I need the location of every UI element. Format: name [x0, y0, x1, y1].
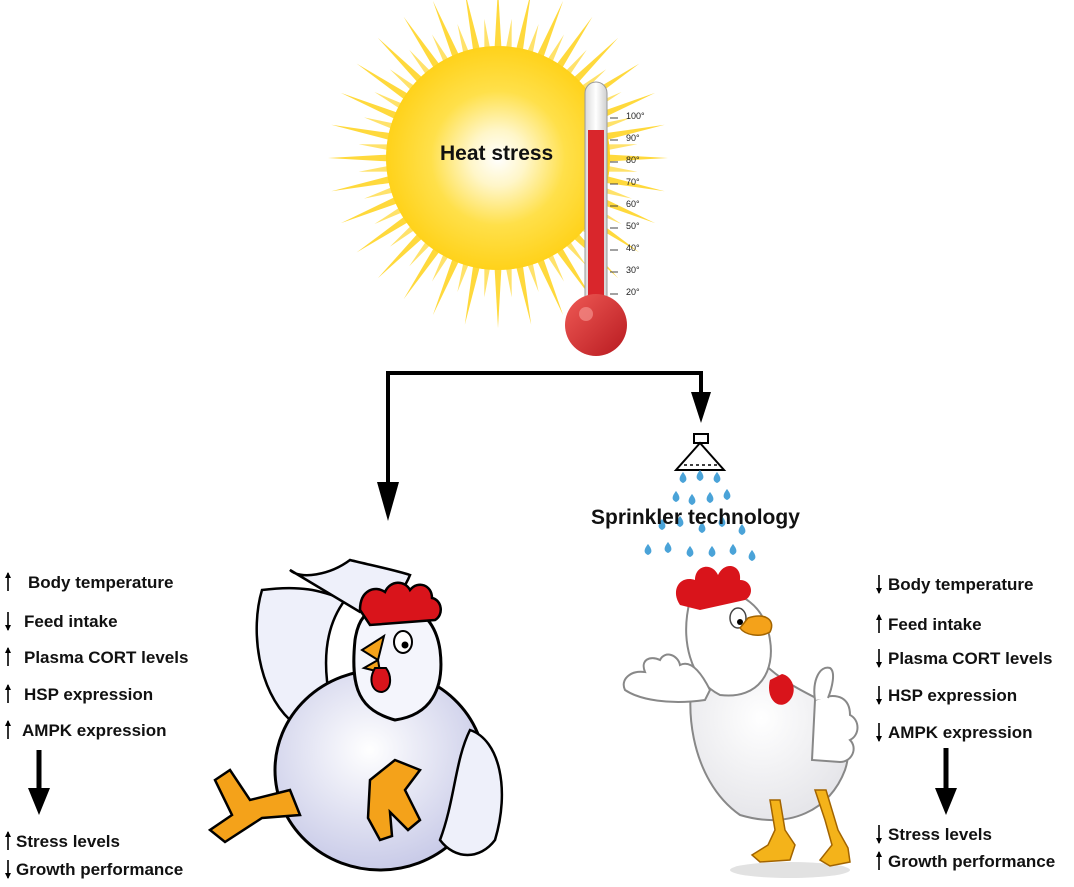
down-arrow-icon [5, 873, 11, 879]
down-arrow-icon [876, 699, 882, 705]
up-arrow-icon [5, 720, 11, 726]
thermometer-tick-label: 80° [626, 155, 640, 165]
water-drop [664, 542, 672, 553]
up-arrow-icon [876, 614, 882, 620]
sprinkler-icon [644, 433, 756, 561]
up-arrow-icon [5, 572, 11, 578]
heat-stress-title: Heat stress [440, 142, 554, 165]
water-drop [658, 519, 666, 530]
water-drop [679, 472, 687, 483]
down-arrow-icon [876, 736, 882, 742]
sun-icon [328, 0, 668, 328]
water-drop [644, 544, 652, 555]
right-effect-hsp: HSP expression [888, 686, 1018, 705]
thermometer-tick-label: 70° [626, 177, 640, 187]
left-effect-indicators [5, 572, 11, 879]
thermometer-tick-label: 20° [626, 287, 640, 297]
left-outcome-stress-levels: Stress levels [16, 832, 120, 851]
stressed-chicken-illustration [207, 558, 504, 872]
water-drop [718, 516, 726, 527]
thermometer-tick-label: 30° [626, 265, 640, 275]
thermometer-tick-label: 40° [626, 243, 640, 253]
water-drop [713, 472, 721, 483]
left-outcome-growth-performance: Growth performance [16, 860, 184, 879]
right-effect-plasma-cort: Plasma CORT levels [888, 649, 1053, 668]
water-drop [672, 491, 680, 502]
sprinkler-technology-title: Sprinkler technology [591, 506, 800, 529]
thermometer-tick-label: 90° [626, 133, 640, 143]
water-drop [723, 489, 731, 500]
right-result-arrow [935, 748, 957, 815]
cooled-chicken-illustration [622, 565, 859, 878]
down-arrow-icon [876, 838, 882, 844]
left-effect-body-temperature: Body temperature [28, 573, 174, 592]
left-effect-plasma-cort: Plasma CORT levels [24, 649, 189, 666]
right-outcome-stress-levels: Stress levels [888, 825, 992, 844]
right-effect-feed-intake: Feed intake [888, 615, 982, 634]
right-effect-ampk: AMPK expression [888, 723, 1033, 742]
flow-arrows [377, 371, 711, 521]
left-effect-feed-intake: Feed intake [24, 612, 118, 631]
thermometer-tick-label: 50° [626, 221, 640, 231]
thermometer-icon [565, 81, 627, 356]
water-drop [706, 492, 714, 503]
thermometer-tick-label: 60° [626, 199, 640, 209]
up-arrow-icon [5, 647, 11, 653]
down-arrow-icon [876, 588, 882, 594]
left-result-arrow [28, 750, 50, 815]
water-drop [708, 546, 716, 557]
up-arrow-icon [876, 851, 882, 857]
water-drop [696, 470, 704, 481]
water-drop [686, 546, 694, 557]
up-arrow-icon [5, 684, 11, 690]
left-effect-ampk: AMPK expression [22, 721, 167, 740]
right-effect-indicators [876, 575, 882, 870]
right-outcome-growth-performance: Growth performance [888, 852, 1056, 871]
water-drop [688, 494, 696, 505]
thermometer-tick-label: 100° [626, 111, 645, 121]
right-effect-body-temperature: Body temperature [888, 575, 1034, 594]
water-drop [729, 544, 737, 555]
thermometer-scale [610, 117, 618, 295]
up-arrow-icon [5, 831, 11, 837]
water-drops [644, 470, 756, 561]
left-effect-hsp: HSP expression [24, 685, 154, 704]
water-drop [698, 522, 706, 533]
water-drop [738, 524, 746, 535]
water-drop [748, 550, 756, 561]
water-drop [676, 516, 684, 527]
down-arrow-icon [876, 662, 882, 668]
down-arrow-icon [5, 625, 11, 631]
